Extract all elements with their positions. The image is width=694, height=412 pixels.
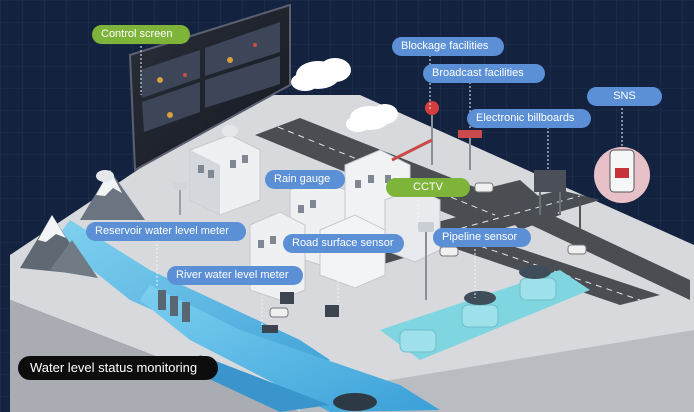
sensor-devices: [96, 101, 566, 333]
label-sns: SNS: [587, 87, 662, 106]
cars: [269, 182, 587, 318]
caption-water-level-status: Water level status monitoring: [18, 356, 218, 380]
label-electronic-billboards: Electronic billboards: [467, 109, 591, 128]
label-rain-gauge: Rain gauge: [265, 170, 345, 189]
river: [55, 220, 440, 412]
pipeline: [333, 265, 590, 411]
label-control-screen: Control screen: [92, 25, 190, 44]
label-pipeline-sensor: Pipeline sensor: [433, 228, 531, 247]
mountains: [20, 170, 145, 278]
label-river-water-level-meter: River water level meter: [167, 266, 303, 285]
label-reservoir-water-level-meter: Reservoir water level meter: [86, 222, 246, 241]
clouds: [291, 58, 398, 132]
label-cctv: CCTV: [386, 178, 470, 197]
label-blockage-facilities: Blockage facilities: [392, 37, 504, 56]
label-broadcast-facilities: Broadcast facilities: [423, 64, 545, 83]
label-road-surface-sensor: Road surface sensor: [283, 234, 404, 253]
control-screen-monitor: [128, 3, 291, 172]
sns-phone: [579, 147, 650, 230]
